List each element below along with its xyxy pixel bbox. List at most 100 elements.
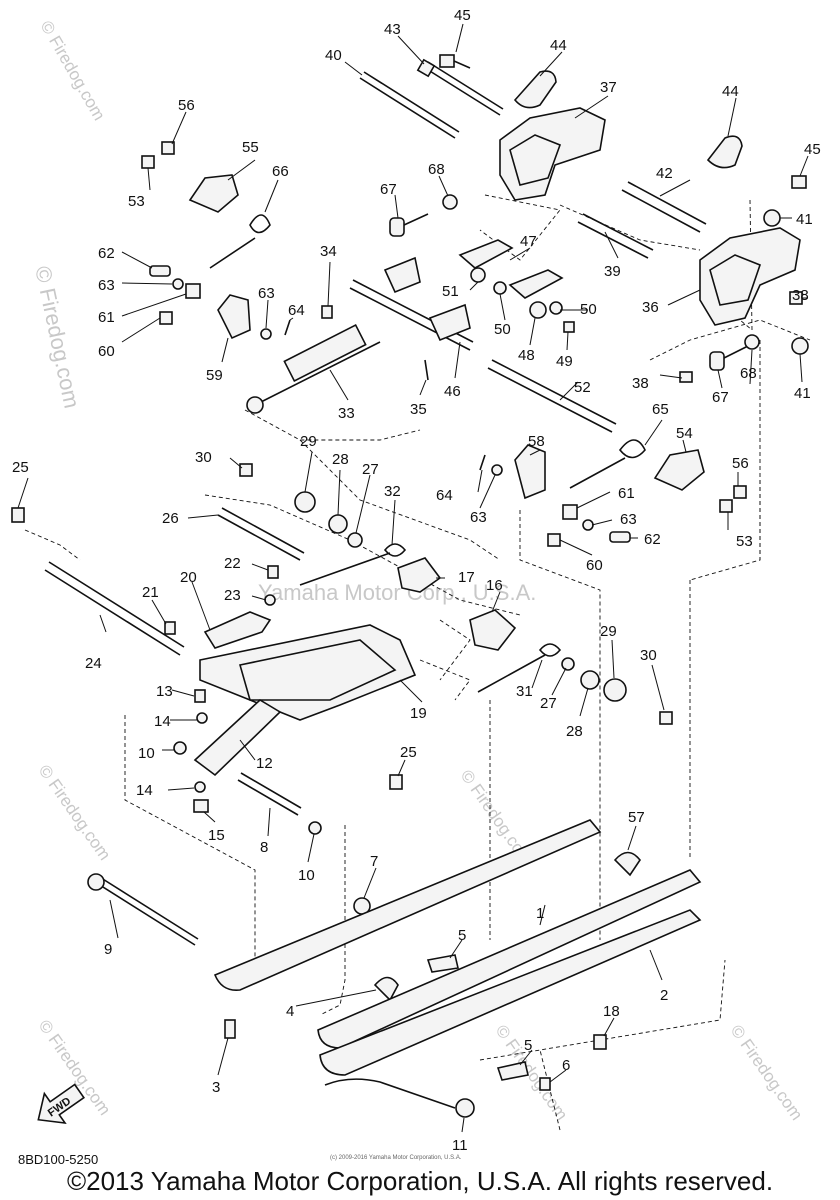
part-62-pin-right [609, 531, 631, 543]
part-23-washer [264, 594, 276, 606]
callout-21: 21 [142, 584, 159, 601]
copyright-footer: ©2013 Yamaha Motor Corporation, U.S.A. A… [66, 1166, 774, 1196]
watermark-left: © Firedog.com [30, 264, 85, 411]
part-29-bushing [294, 491, 316, 513]
part-65-spring [569, 439, 646, 489]
part-45-bolt-right [791, 175, 807, 189]
part-14-washer [196, 712, 208, 724]
callout-15: 15 [208, 827, 225, 844]
part-50-washer-right [549, 301, 563, 315]
part-36-plate [699, 227, 801, 326]
part-1-rail-left [213, 819, 602, 992]
part-22-bolt [267, 565, 279, 579]
part-60-bolt-right [547, 533, 561, 547]
callout-6: 6 [562, 1057, 570, 1074]
callout-58: 58 [528, 433, 545, 450]
callout-11: 11 [452, 1137, 468, 1154]
callout-42: 42 [656, 165, 673, 182]
callout-10b: 10 [298, 867, 315, 884]
part-66-spring [209, 214, 271, 269]
callout-34: 34 [320, 243, 337, 260]
callout-32: 32 [384, 483, 401, 500]
callout-54: 54 [676, 425, 693, 442]
callout-27b: 27 [540, 695, 557, 712]
callout-14b: 14 [136, 782, 153, 799]
part-3-bolt [224, 1019, 236, 1039]
part-24-shaft [44, 569, 181, 656]
callout-45b: 45 [804, 141, 821, 158]
callout-62a: 62 [98, 245, 115, 262]
callout-51: 51 [442, 283, 459, 300]
part-56-bolt [161, 141, 175, 155]
callout-numbers: 1 2 3 4 5 5 6 7 8 9 10 10 11 12 13 14 14… [12, 7, 821, 1154]
callout-56b: 56 [732, 455, 749, 472]
callout-16: 16 [486, 577, 503, 594]
part-18-bolt [593, 1034, 607, 1050]
callout-19: 19 [410, 705, 427, 722]
callout-26: 26 [162, 510, 179, 527]
callout-59: 59 [206, 367, 223, 384]
small-copyright: (c) 2009-2016 Yamaha Motor Corporation, … [330, 1155, 462, 1161]
part-4-cap [373, 976, 399, 1002]
watermark-right-bottom: © Firedog.com [727, 1021, 807, 1123]
part-33-shock [254, 341, 381, 406]
callout-4: 4 [286, 1003, 294, 1020]
watermark-mid-left: © Firedog.com [35, 761, 115, 863]
part-41-nut-lower [791, 337, 809, 355]
part-28-bushing [328, 514, 348, 534]
callout-41b: 41 [794, 385, 811, 402]
callout-63a: 63 [98, 277, 115, 294]
callout-14a: 14 [154, 713, 171, 730]
part-52-shaft [487, 367, 613, 433]
part-61-block-right [562, 504, 578, 520]
fwd-arrow: FWD [37, 1083, 85, 1125]
callout-27a: 27 [362, 461, 379, 478]
part-49-bolt [563, 321, 575, 333]
callout-36: 36 [642, 299, 659, 316]
callout-17: 17 [458, 569, 475, 586]
callout-29a: 29 [300, 433, 317, 450]
callout-3: 3 [212, 1079, 220, 1096]
callout-60b: 60 [586, 557, 603, 574]
callout-55: 55 [242, 139, 259, 156]
callout-33: 33 [338, 405, 355, 422]
callout-9: 9 [104, 941, 112, 958]
callout-64b: 64 [436, 487, 453, 504]
callout-67a: 67 [380, 181, 397, 198]
part-42-shaft [621, 189, 701, 233]
diagram-code: 8BD100-5250 [18, 1152, 99, 1167]
part-56-bolt-right [733, 485, 747, 499]
part-47-link [458, 239, 514, 269]
callout-61a: 61 [98, 309, 115, 326]
callout-43: 43 [384, 21, 401, 38]
callout-40: 40 [325, 47, 342, 64]
part-54-mount [653, 449, 705, 491]
part-1-slide-rail [317, 869, 702, 1049]
part-62-pin [149, 265, 171, 277]
part-9-bolt [94, 881, 196, 946]
part-15-nut [193, 799, 209, 813]
callout-20: 20 [180, 569, 197, 586]
part-13-bolt [194, 689, 206, 703]
callout-49: 49 [556, 353, 573, 370]
callout-29b: 29 [600, 623, 617, 640]
callout-57: 57 [628, 809, 645, 826]
callout-35: 35 [410, 401, 427, 418]
part-60-bolt [159, 311, 173, 325]
callout-25b: 25 [400, 744, 417, 761]
part-68-collar-right [744, 334, 760, 350]
callout-23: 23 [224, 587, 241, 604]
callout-38a: 38 [792, 287, 809, 304]
part-68-collar [442, 194, 458, 210]
callout-62b: 62 [644, 531, 661, 548]
callout-44a: 44 [550, 37, 567, 54]
part-43-bolt [424, 67, 501, 116]
part-30-bolt [239, 463, 253, 477]
part-32-spring [299, 543, 407, 586]
callout-63b: 63 [258, 285, 275, 302]
part-61-block [185, 283, 201, 299]
part-34-bolt [321, 305, 333, 319]
callout-10a: 10 [138, 745, 155, 762]
part-25-bolt [11, 507, 25, 523]
